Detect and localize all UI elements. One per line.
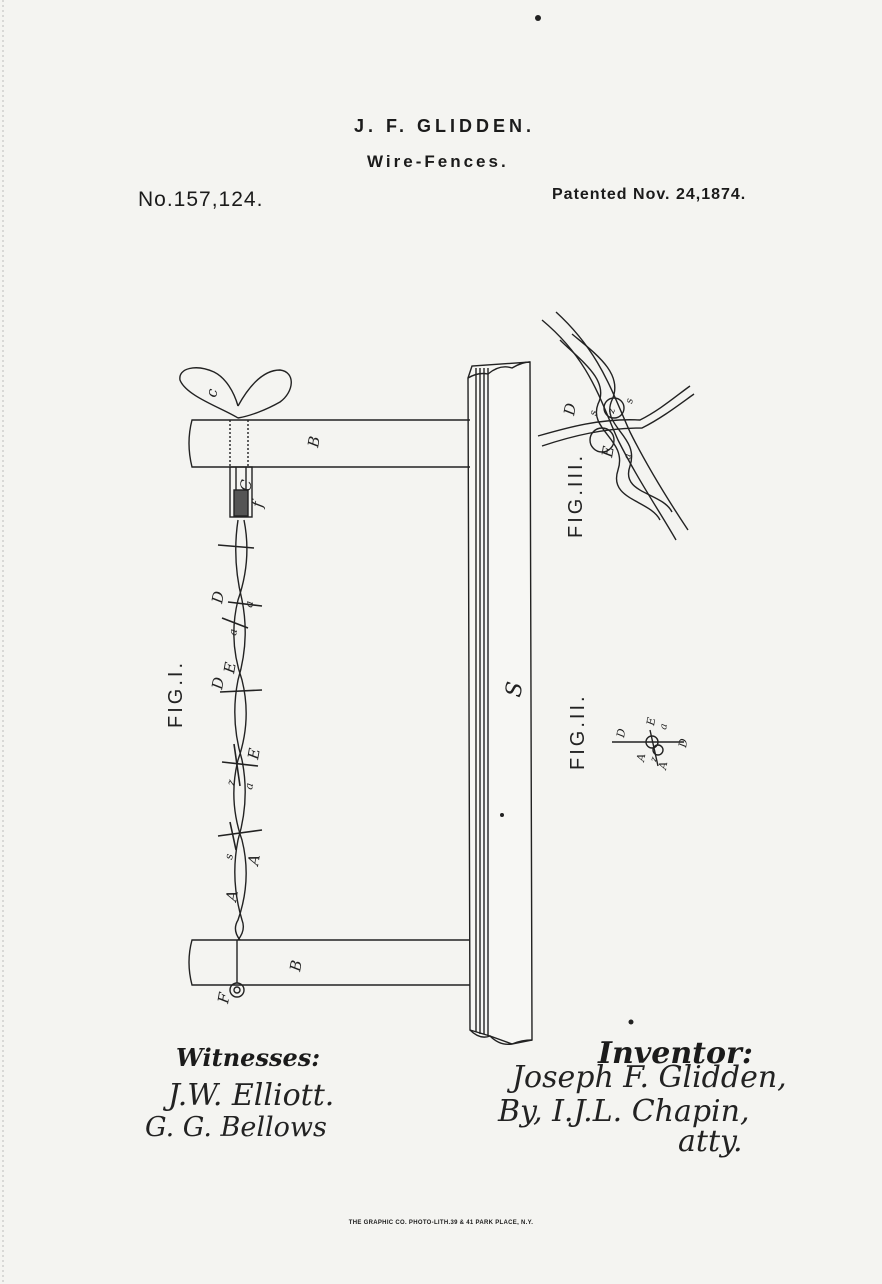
ref-label-a-fig3: a [622,453,634,461]
attorney-by-line: By, I.J.L. Chapin, [498,1094,750,1129]
witness-signature-2: G. G. Bellows [145,1112,327,1143]
ref-label-a-upper2: A [222,889,242,905]
ref-label-d2: D [208,676,228,692]
top-bracket-b [188,419,470,468]
printer-imprint: THE GRAPHIC CO. PHOTO-LITH.39 & 41 PARK … [348,1220,534,1226]
inventor-name: J. F. GLIDDEN. [354,116,536,136]
ref-label-z: z [224,778,238,787]
ref-label-a1: a [242,600,256,609]
witness-signature-1: J.W. Elliott. [168,1078,335,1113]
twisted-wire [233,519,248,941]
patent-title: Wire-Fences. [367,152,509,171]
fig2-label: FIG.II. [567,693,589,770]
fig3-detail [537,311,695,541]
witnesses-heading: Witnesses: [176,1043,321,1072]
ref-label-d-fig2b: D [676,737,691,749]
wing-nut-c [179,367,292,419]
bottom-bracket-b [188,939,470,986]
ink-speck [500,813,504,817]
ref-label-s-fig3a: s [588,410,600,417]
ref-label-a-fig2: a [658,723,670,731]
fig1-label: FIG.I. [165,660,187,728]
patent-date: Patented Nov. 24,1874. [552,186,747,203]
fig3-label: FIG.III. [565,453,587,538]
fence-post-s [467,361,533,1046]
patent-number: No.157,124. [138,188,264,211]
attorney-abbrev: atty. [678,1124,743,1159]
ref-label-d1: D [208,590,228,606]
ref-label-s1: s [222,852,236,860]
ref-label-b-bottom: B [286,959,306,974]
ink-speck [535,15,541,21]
eye-f [229,940,245,998]
ref-label-c-small: c [202,387,221,399]
inventor-signature: Joseph F. Glidden, [512,1060,787,1095]
ref-label-a-fig2a: A [634,752,648,763]
ref-label-a3: a [242,782,256,791]
ref-label-e2: E [244,747,264,762]
ref-label-z-fig2: z [649,756,660,764]
ref-label-d-fig2a: D [614,727,629,739]
ref-label-c: C [236,478,256,493]
ref-label-a-fig2b: A [656,760,670,771]
ref-label-a-upper1: A [244,853,264,869]
barbs [217,544,263,851]
ref-label-b-top: B [304,435,324,450]
ref-label-d-fig3: D [560,402,580,418]
inventor-heading: Inventor: [598,1036,753,1071]
ink-speck [628,1019,634,1025]
ref-label-z-fig3: z [606,407,618,416]
ref-label-f-eye: F [214,991,234,1006]
ref-label-a2: a [226,628,240,637]
ref-label-e-fig3: E [598,445,618,460]
ref-label-e-fig2: E [644,716,658,727]
fig2-detail [612,729,684,767]
ref-label-e1: E [220,661,240,676]
winding-drum-c [229,466,253,518]
ref-label-s-post: S [501,680,528,699]
ref-label-s-fig3b: s [624,398,636,405]
ref-label-f: f [248,498,267,510]
